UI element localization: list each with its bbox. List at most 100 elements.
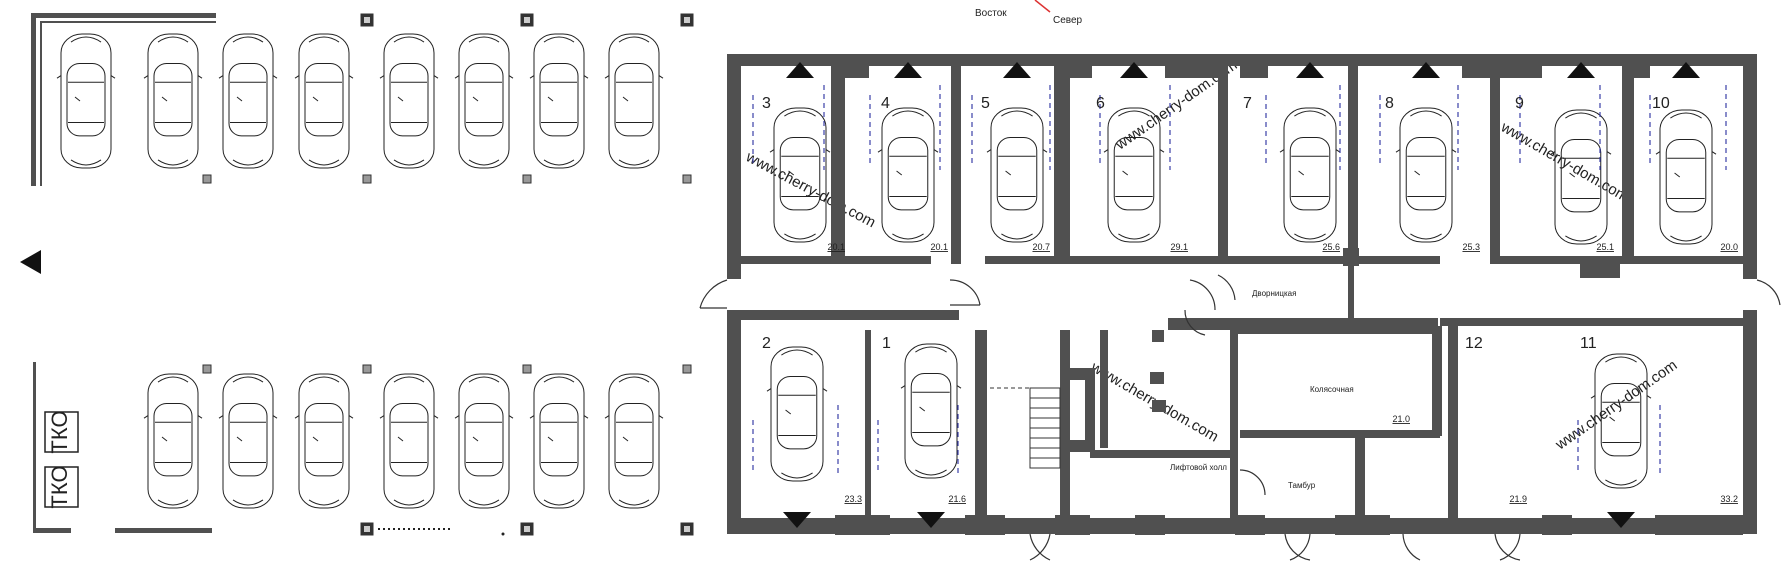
direction-arrow-up [1120, 62, 1148, 78]
car-icon [379, 373, 439, 509]
room-area-stroller: 21.0 [1392, 414, 1410, 424]
bay-area: 20.1 [827, 242, 845, 252]
parking-bay: 629.1 [1096, 62, 1188, 252]
pillar-marker [680, 13, 694, 27]
parking-bay: 925.1 [1515, 62, 1614, 252]
bay-number: 12 [1465, 335, 1483, 352]
direction-arrow-up [1672, 62, 1700, 78]
direction-arrow-up [894, 62, 922, 78]
bay-number: 11 [1580, 335, 1597, 352]
car-icon [143, 33, 203, 169]
waste-bin-tko: ТКО [44, 410, 79, 454]
direction-arrow-down [1607, 512, 1635, 528]
parking-bay: 825.3 [1379, 62, 1480, 252]
pillar-marker [362, 364, 372, 374]
room-label-stroller: Колясочная [1310, 385, 1354, 394]
watermark: www.cherry-dom.com [1552, 357, 1681, 454]
pillar-marker [360, 13, 374, 27]
bay-area: 20.0 [1720, 242, 1738, 252]
bay-number: 6 [1096, 95, 1105, 112]
car-icon [294, 33, 354, 169]
outdoor-parking: ТКО ТКО [20, 13, 694, 536]
outdoor-markers [202, 13, 694, 536]
bay-area: 20.7 [1032, 242, 1050, 252]
bay-area: 33.2 [1720, 494, 1738, 504]
direction-arrow-up [1412, 62, 1440, 78]
building: Дворницкая Колясочная 21.0 Лифтовой холл… [699, 54, 1781, 561]
car-icon [529, 33, 589, 169]
pillar-marker [360, 522, 374, 536]
car-icon [1655, 109, 1717, 245]
car-icon [1103, 107, 1165, 243]
direction-arrow-down [783, 512, 811, 528]
pillar-marker [682, 364, 692, 374]
car-icon [604, 373, 664, 509]
waste-bin-label: ТКО [47, 465, 72, 508]
car-icon [1550, 109, 1612, 245]
parking-bay: 520.7 [971, 62, 1051, 252]
room-label-vestibule: Тамбур [1288, 481, 1316, 490]
car-icon [877, 107, 939, 243]
direction-arrow-left [20, 250, 41, 274]
pillar-marker [682, 174, 692, 184]
parking-bay: 320.1 [752, 62, 845, 252]
car-icon [454, 373, 514, 509]
parking-bay: 11 33.2 [1577, 335, 1738, 528]
bay-area: 20.1 [930, 242, 948, 252]
direction-arrow-up [786, 62, 814, 78]
car-icon [1590, 353, 1652, 489]
bay-number: 4 [881, 95, 890, 112]
bay-number: 10 [1652, 95, 1670, 112]
waste-bin-label: ТКО [47, 410, 72, 453]
direction-arrow-up [1567, 62, 1595, 78]
parking-bay: 12 21.9 [1465, 335, 1527, 504]
bay-area: 23.3 [844, 494, 862, 504]
bay-number: 1 [882, 335, 891, 352]
watermark: www.cherry-dom.com [742, 148, 878, 231]
pillar-marker [680, 522, 694, 536]
staircase [990, 387, 1061, 469]
waste-bin-tko: ТКО [44, 465, 79, 509]
doors [699, 274, 1781, 561]
bay-number: 9 [1515, 95, 1524, 112]
pillar-marker [522, 364, 532, 374]
direction-arrow-down [917, 512, 945, 528]
compass-north-label: Север [1053, 15, 1083, 26]
parking-bay: 10 20.0 [1649, 62, 1738, 252]
parking-bay: 223.3 [752, 335, 862, 528]
car-icon [769, 107, 831, 243]
compass: Восток Север [975, 0, 1083, 26]
bay-area: 25.1 [1596, 242, 1614, 252]
parking-bay: 420.1 [869, 62, 948, 252]
car-icon [986, 107, 1048, 243]
compass-east-label: Восток [975, 8, 1007, 19]
car-icon [56, 33, 116, 169]
pillar-marker [520, 13, 534, 27]
outdoor-cars [56, 33, 664, 509]
room-label-janitor: Дворницкая [1252, 289, 1296, 298]
bay-area: 25.6 [1322, 242, 1340, 252]
car-icon [294, 373, 354, 509]
parking-bay: 121.6 [877, 335, 966, 528]
parking-bays: 320.1420.1520.7629.1725.6825.3925.11020.… [752, 62, 1738, 528]
car-icon [454, 33, 514, 169]
bay-number: 2 [762, 335, 771, 352]
room-label-lift-hall: Лифтовой холл [1170, 463, 1227, 472]
bay-number: 7 [1243, 95, 1252, 112]
pillar-marker [362, 174, 372, 184]
car-icon [900, 343, 962, 479]
bay-area: 21.9 [1509, 494, 1527, 504]
car-icon [1395, 107, 1457, 243]
parking-bay: 725.6 [1243, 62, 1341, 252]
bay-number: 3 [762, 95, 771, 112]
car-icon [218, 33, 278, 169]
bay-area: 21.6 [948, 494, 966, 504]
bay-area: 25.3 [1462, 242, 1480, 252]
bay-number: 5 [981, 95, 990, 112]
pillar-marker [520, 522, 534, 536]
car-icon [1279, 107, 1341, 243]
pillar-marker [522, 174, 532, 184]
watermark: www.cherry-dom.com [1497, 118, 1631, 205]
car-icon [379, 33, 439, 169]
